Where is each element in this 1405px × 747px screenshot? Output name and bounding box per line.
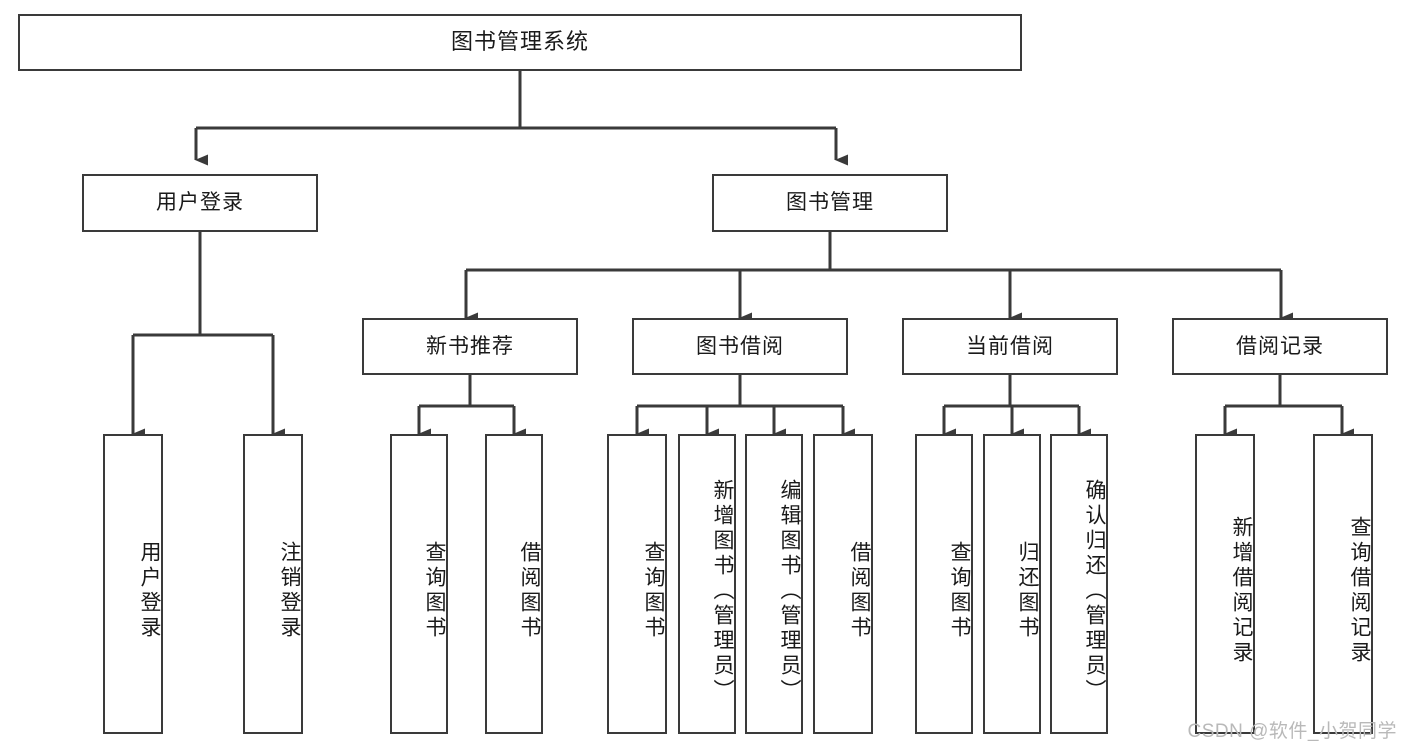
node-label: 查询借阅记录: [1348, 516, 1371, 666]
leaf-current-confirm-return-admin[interactable]: 确认归还（管理员）: [1050, 434, 1108, 734]
node-root-book-management-system[interactable]: 图书管理系统: [18, 14, 1022, 71]
node-label: 借阅图书: [848, 541, 871, 641]
node-label: 归还图书: [1016, 541, 1039, 641]
node-label: 图书管理: [786, 191, 874, 215]
node-book-management[interactable]: 图书管理: [712, 174, 948, 232]
node-new-book-recommend[interactable]: 新书推荐: [362, 318, 578, 375]
node-label: 注销登录: [278, 541, 301, 641]
node-current-borrow[interactable]: 当前借阅: [902, 318, 1118, 375]
node-label: 借阅记录: [1236, 334, 1324, 358]
leaf-borrow-query-book[interactable]: 查询图书: [607, 434, 667, 734]
leaf-borrow-add-book-admin[interactable]: 新增图书（管理员）: [678, 434, 736, 734]
node-book-borrow[interactable]: 图书借阅: [632, 318, 848, 375]
node-label: 图书管理系统: [450, 29, 589, 55]
leaf-current-return-book[interactable]: 归还图书: [983, 434, 1041, 734]
node-borrow-record[interactable]: 借阅记录: [1172, 318, 1388, 375]
node-label: 用户登录: [138, 541, 161, 641]
node-label: 查询图书: [642, 541, 665, 641]
watermark-text: CSDN @软件_小贺同学: [1187, 721, 1397, 742]
leaf-borrow-edit-book-admin[interactable]: 编辑图书（管理员）: [745, 434, 803, 734]
node-label: 用户登录: [156, 191, 244, 215]
node-label: 新增图书（管理员）: [711, 478, 734, 704]
node-label: 确认归还（管理员）: [1083, 478, 1106, 704]
leaf-current-query-book[interactable]: 查询图书: [915, 434, 973, 734]
leaf-user-login-signin[interactable]: 用户登录: [103, 434, 163, 734]
node-label: 新增借阅记录: [1230, 516, 1253, 666]
node-label: 查询图书: [423, 541, 446, 641]
node-label: 编辑图书（管理员）: [778, 478, 801, 704]
leaf-user-login-signout[interactable]: 注销登录: [243, 434, 303, 734]
node-label: 图书借阅: [696, 334, 784, 358]
leaf-record-query-borrow-record[interactable]: 查询借阅记录: [1313, 434, 1373, 734]
leaf-record-add-borrow-record[interactable]: 新增借阅记录: [1195, 434, 1255, 734]
node-label: 借阅图书: [518, 541, 541, 641]
node-label: 查询图书: [948, 541, 971, 641]
leaf-borrow-borrow-book[interactable]: 借阅图书: [813, 434, 873, 734]
node-label: 新书推荐: [426, 334, 514, 358]
node-user-login[interactable]: 用户登录: [82, 174, 318, 232]
node-label: 当前借阅: [966, 334, 1054, 358]
leaf-new-book-borrow-book[interactable]: 借阅图书: [485, 434, 543, 734]
leaf-new-book-query-book[interactable]: 查询图书: [390, 434, 448, 734]
